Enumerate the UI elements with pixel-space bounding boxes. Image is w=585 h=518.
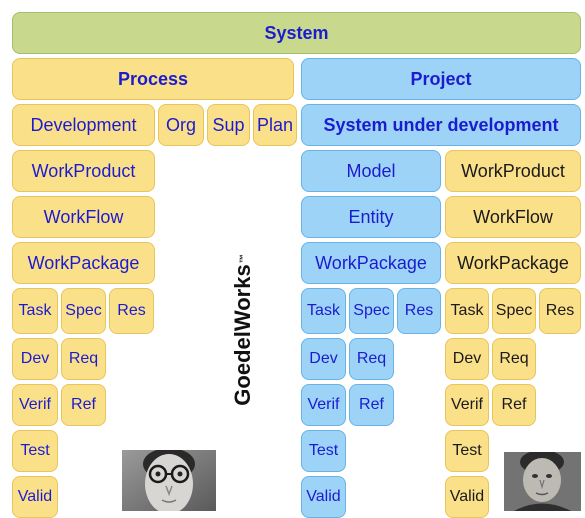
system-under-development-box: System under development	[301, 104, 581, 146]
project-res-box: Res	[397, 288, 441, 334]
project-req-box: Req	[349, 338, 394, 380]
right-workproduct-box: WorkProduct	[445, 150, 581, 192]
project-task-box: Task	[301, 288, 346, 334]
project-verif-box: Verif	[301, 384, 346, 426]
project-workpackage-box: WorkPackage	[301, 242, 441, 284]
process-workproduct-box: WorkProduct	[12, 150, 155, 192]
process-ref-box: Ref	[61, 384, 106, 426]
system-box: System	[12, 12, 581, 54]
project-model-box: Model	[301, 150, 441, 192]
right-spec-box: Spec	[492, 288, 536, 334]
right-verif-box: Verif	[445, 384, 489, 426]
process-workflow-box: WorkFlow	[12, 196, 155, 238]
project-test-box: Test	[301, 430, 346, 472]
process-dev-box: Dev	[12, 338, 58, 380]
right-workflow-box: WorkFlow	[445, 196, 581, 238]
portrait-photo-right	[504, 452, 581, 511]
portrait-photo-left	[122, 450, 216, 511]
process-header: Process	[12, 58, 294, 100]
project-valid-box: Valid	[301, 476, 346, 518]
project-dev-box: Dev	[301, 338, 346, 380]
org-box: Org	[158, 104, 204, 146]
project-entity-box: Entity	[301, 196, 441, 238]
process-workpackage-box: WorkPackage	[12, 242, 155, 284]
process-test-box: Test	[12, 430, 58, 472]
process-valid-box: Valid	[12, 476, 58, 518]
project-header: Project	[301, 58, 581, 100]
process-task-box: Task	[12, 288, 58, 334]
sup-box: Sup	[207, 104, 250, 146]
right-res-box: Res	[539, 288, 581, 334]
right-valid-box: Valid	[445, 476, 489, 518]
right-req-box: Req	[492, 338, 536, 380]
process-verif-box: Verif	[12, 384, 58, 426]
right-ref-box: Ref	[492, 384, 536, 426]
project-ref-box: Ref	[349, 384, 394, 426]
process-spec-box: Spec	[61, 288, 106, 334]
project-spec-box: Spec	[349, 288, 394, 334]
process-req-box: Req	[61, 338, 106, 380]
right-workpackage-box: WorkPackage	[445, 242, 581, 284]
process-res-box: Res	[109, 288, 154, 334]
right-test-box: Test	[445, 430, 489, 472]
right-dev-box: Dev	[445, 338, 489, 380]
right-task-box: Task	[445, 288, 489, 334]
plan-box: Plan	[253, 104, 297, 146]
development-box: Development	[12, 104, 155, 146]
